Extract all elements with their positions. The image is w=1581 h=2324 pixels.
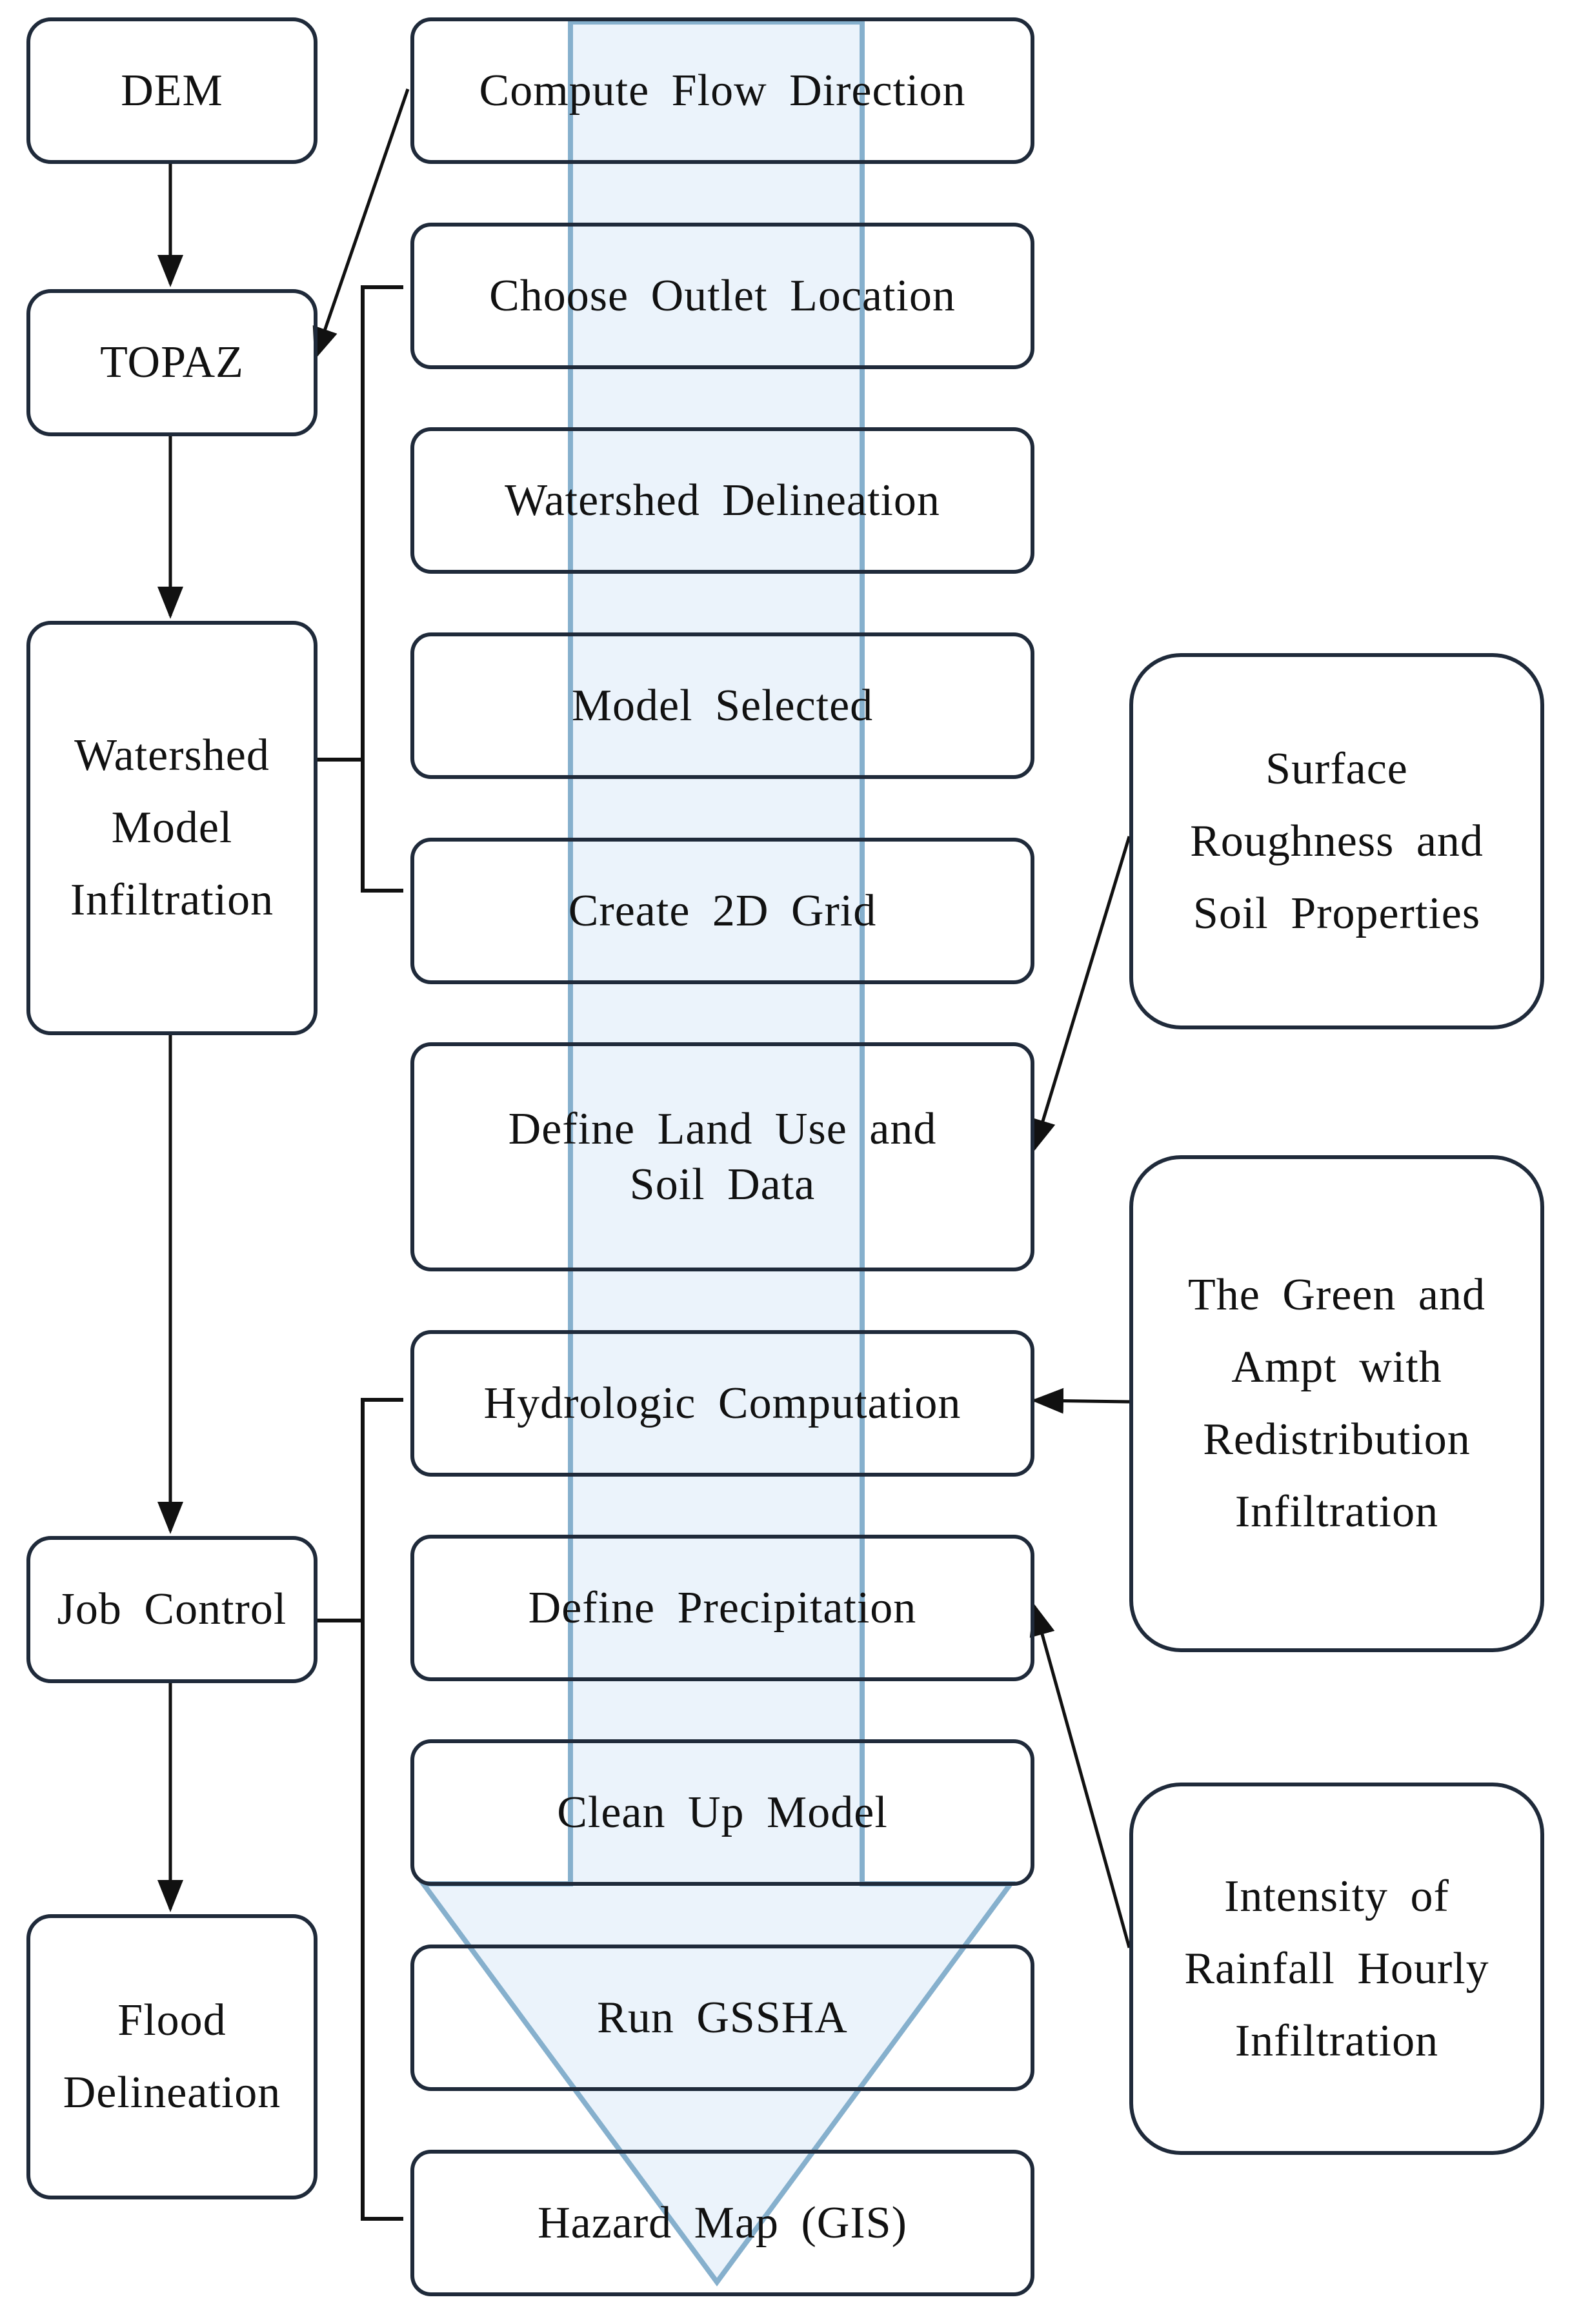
node-clean-up-model: Clean Up Model	[410, 1739, 1034, 1886]
node-dem: DEM	[26, 17, 317, 164]
node-job-control: Job Control	[26, 1536, 317, 1683]
node-hazard-map-gis-label: Hazard Map (GIS)	[538, 2198, 907, 2248]
node-hydrologic-computation-label: Hydrologic Computation	[483, 1378, 962, 1428]
node-create-2d-grid-label: Create 2D Grid	[568, 885, 877, 936]
node-topaz: TOPAZ	[26, 289, 317, 436]
node-compute-flow-direction-label: Compute Flow Direction	[479, 65, 966, 116]
node-choose-outlet-location: Choose Outlet Location	[410, 223, 1034, 369]
node-define-land-use-soil-data: Define Land Use and Soil Data	[410, 1042, 1034, 1271]
node-hazard-map-gis: Hazard Map (GIS)	[410, 2150, 1034, 2296]
node-surface-roughness-soil-properties: Surface Roughness and Soil Properties	[1129, 653, 1544, 1029]
node-intensity-rainfall-hourly-label: Intensity of Rainfall Hourly Infiltratio…	[1184, 1871, 1489, 2066]
node-watershed-model-infiltration-label: Watershed Model Infiltration	[70, 731, 274, 925]
node-flood-delineation: Flood Delineation	[26, 1914, 317, 2199]
node-job-control-label: Job Control	[57, 1584, 287, 1634]
node-topaz-label: TOPAZ	[100, 338, 244, 387]
node-choose-outlet-location-label: Choose Outlet Location	[489, 270, 956, 321]
arrow-surface-roughness-to-land-use	[1030, 836, 1131, 1152]
node-define-precipitation-label: Define Precipitation	[528, 1582, 917, 1633]
node-watershed-delineation: Watershed Delineation	[410, 427, 1034, 574]
node-flood-delineation-label: Flood Delineation	[63, 1996, 281, 2117]
node-green-ampt-redistribution: The Green and Ampt with Redistribution I…	[1129, 1155, 1544, 1652]
node-model-selected-label: Model Selected	[571, 680, 874, 731]
node-surface-roughness-soil-properties-label: Surface Roughness and Soil Properties	[1190, 743, 1484, 938]
node-hydrologic-computation: Hydrologic Computation	[410, 1330, 1034, 1477]
node-intensity-rainfall-hourly: Intensity of Rainfall Hourly Infiltratio…	[1129, 1783, 1544, 2155]
arrow-green-ampt-to-hydrologic	[1031, 1388, 1130, 1414]
node-define-precipitation: Define Precipitation	[410, 1535, 1034, 1681]
node-compute-flow-direction: Compute Flow Direction	[410, 17, 1034, 164]
node-watershed-model-infiltration: Watershed Model Infiltration	[26, 621, 317, 1035]
node-dem-label: DEM	[121, 65, 223, 116]
arrow-compute-flow-to-topaz	[312, 88, 410, 360]
node-define-land-use-soil-data-label: Define Land Use and Soil Data	[508, 1104, 937, 1209]
node-watershed-delineation-label: Watershed Delineation	[505, 475, 940, 525]
bracket-job-control	[317, 1398, 403, 2221]
bracket-watershed-model	[317, 285, 403, 893]
node-green-ampt-redistribution-label: The Green and Ampt with Redistribution I…	[1188, 1270, 1485, 1537]
node-run-gssha: Run GSSHA	[410, 1945, 1034, 2091]
node-run-gssha-label: Run GSSHA	[597, 1992, 848, 2043]
node-create-2d-grid: Create 2D Grid	[410, 838, 1034, 984]
node-clean-up-model-label: Clean Up Model	[557, 1787, 888, 1837]
arrow-intensity-to-precipitation	[1029, 1603, 1131, 1948]
node-model-selected: Model Selected	[410, 632, 1034, 779]
